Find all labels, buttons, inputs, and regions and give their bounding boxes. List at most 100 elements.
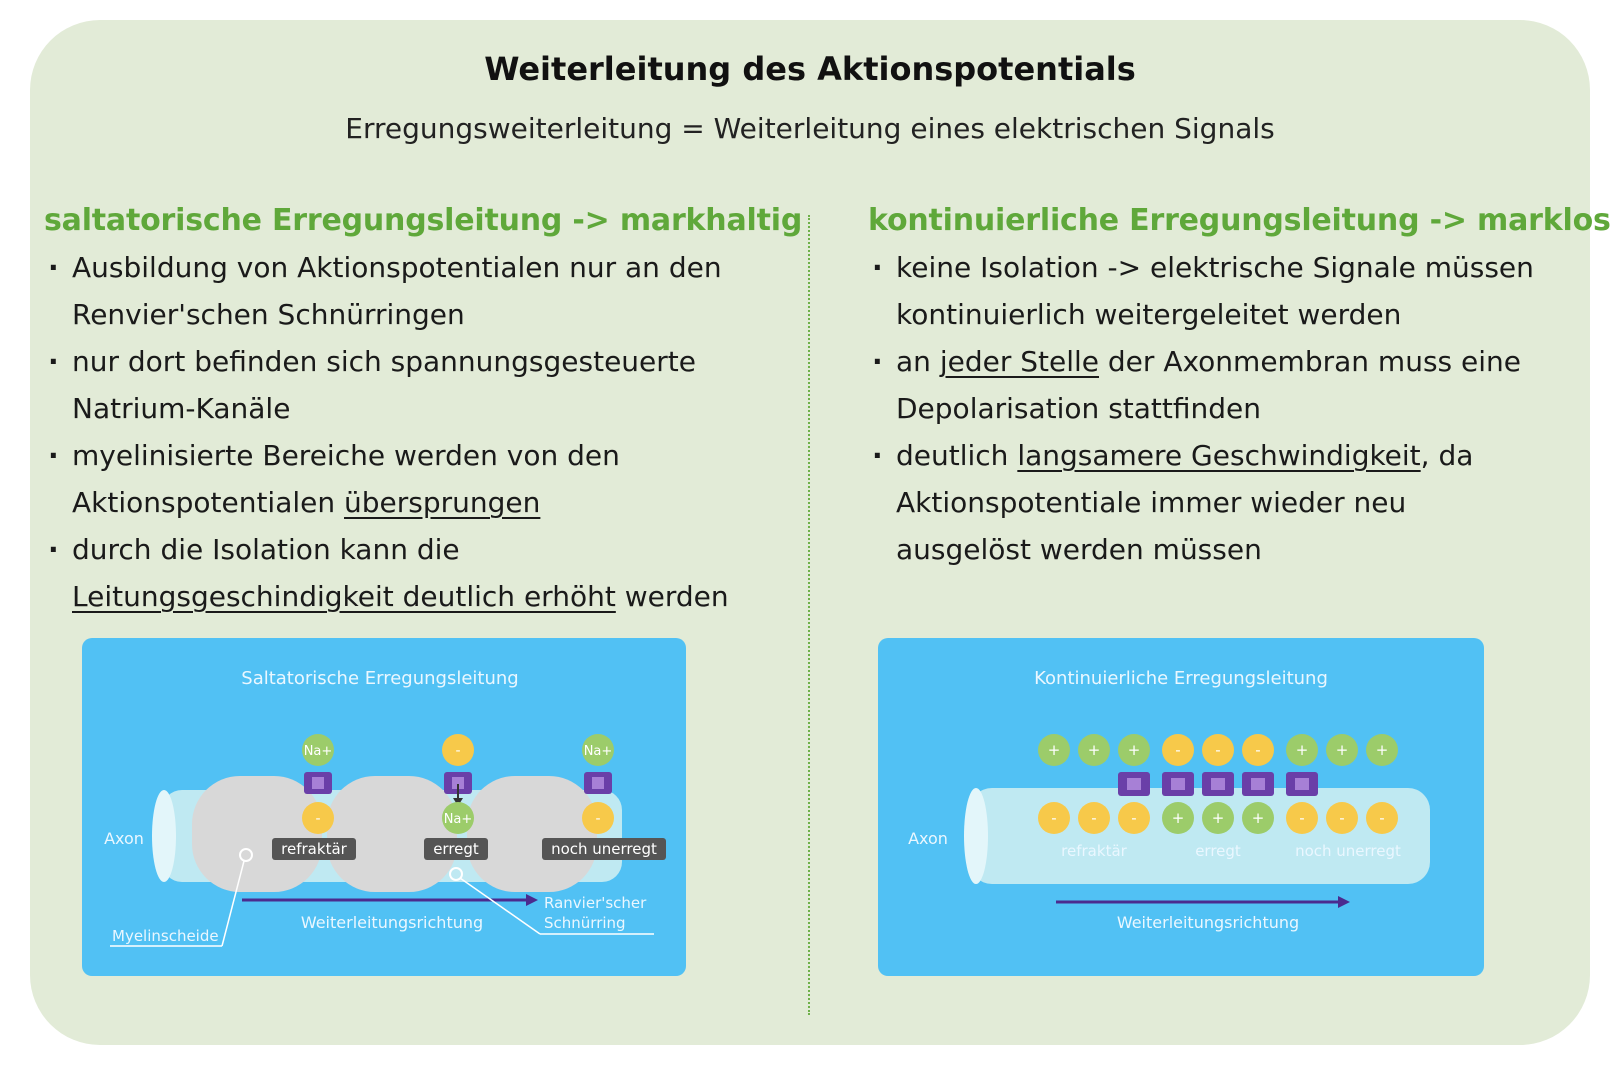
ranvier-label-line2: Schnürring [544,914,626,932]
ion-minus [442,734,474,766]
ion-minus [1118,802,1150,834]
content-card: Weiterleitung des Aktionspotentials Erre… [30,20,1611,1045]
bullet-item: Ausbildung von Aktionspotentialen nur an… [44,244,804,338]
diagram-title: Saltatorische Erregungsleitung [241,668,518,689]
bullet-text: Renvier'schen Schnürringen [72,298,465,331]
ion-plus [1162,802,1194,834]
ion-label: + [1048,741,1061,759]
underlined-term: langsamere Geschwindigkeit [1017,439,1421,472]
ion-minus [1326,802,1358,834]
continuous-heading: kontinuierliche Erregungsleitung -> mark… [868,203,1611,238]
diagram-title: Kontinuierliche Erregungsleitung [1034,668,1328,689]
ion-plus [1326,734,1358,766]
continuous-diagram-svg: Kontinuierliche Erregungsleitung Axon + … [908,668,1430,932]
ion-label: + [1088,741,1101,759]
state-refractory-label: refraktär [281,840,347,858]
saltatory-diagram-svg: Saltatorische Erregungsleitung Axon Na+ … [104,668,666,947]
ion-minus [1202,734,1234,766]
bullet-text: Ausbildung von Aktionspotentialen nur an… [72,251,722,284]
bullet-text: ausgelöst werden müssen [896,533,1262,566]
ion-plus [1202,802,1234,834]
direction-arrowhead [1338,896,1350,908]
ion-plus [1286,734,1318,766]
channel-core [1295,778,1309,790]
continuous-bullets: keine Isolation -> elektrische Signale m… [868,244,1588,573]
ion-plus [1078,734,1110,766]
bullet-text: der Axonmembran muss eine [1099,345,1521,378]
column-divider [808,215,810,1015]
ion-label: Na+ [444,812,473,827]
bullet-text: keine Isolation -> elektrische Signale m… [896,251,1534,284]
ion-plus [1118,734,1150,766]
bullet-item: an jeder Stelle der Axonmembran muss ein… [868,338,1588,432]
ion-label: - [1339,809,1344,827]
saltatory-bullets: Ausbildung von Aktionspotentialen nur an… [44,244,804,620]
ion-label: - [1255,741,1260,759]
ion-na [582,734,614,766]
underlined-term: Leitungsgeschindigkeit deutlich erhöht [72,580,616,613]
ion-label: - [1131,809,1136,827]
ion-label: - [1175,741,1180,759]
bullet-item: durch die Isolation kann die Leitungsges… [44,526,804,620]
direction-label: Weiterleitungsrichtung [1117,913,1299,932]
ion-label: - [1299,809,1304,827]
ion-label: - [1051,809,1056,827]
ion-minus [1162,734,1194,766]
ion-minus [302,802,334,834]
myelin-label: Myelinscheide [112,927,219,945]
underlined-term: übersprungen [344,486,541,519]
bullet-text: nur dort befinden sich spannungsgesteuer… [72,345,696,378]
ion-plus [1038,734,1070,766]
bullet-text: deutlich [896,439,1018,472]
channel-core [1127,778,1141,790]
page-title: Weiterleitung des Aktionspotentials [484,50,1136,88]
channel-core [1211,778,1225,790]
ion-label: - [1379,809,1384,827]
axon-end [964,788,988,884]
axon-label: Axon [104,829,144,848]
bullet-text: Aktionspotentiale immer wieder neu [896,486,1407,519]
channel-core [1171,778,1185,790]
axon-tube [970,788,1430,884]
ion-minus [1242,734,1274,766]
axon-label: Axon [908,829,948,848]
state-unexcited-label: noch unerregt [551,840,657,858]
bullet-text: , da [1420,439,1474,472]
bullet-text: Depolarisation stattfinden [896,392,1262,425]
state-badge [272,838,356,860]
bullet-item: nur dort befinden sich spannungsgesteuer… [44,338,804,432]
myelin-callout-line [221,860,245,947]
ranvier-label-line1: Ranvier'scher [544,894,647,912]
channel-core [1251,778,1265,790]
ion-plus [1366,734,1398,766]
myelin-sheath [467,776,597,892]
bullet-text: an [896,345,940,378]
ranvier-marker [449,867,463,881]
ion-label: + [1336,741,1349,759]
ion-minus [1286,802,1318,834]
ion-minus [1078,802,1110,834]
ion-label: + [1128,741,1141,759]
bullet-item: keine Isolation -> elektrische Signale m… [868,244,1588,338]
ion-label: + [1252,809,1265,827]
ion-label: + [1212,809,1225,827]
page-subtitle: Erregungsweiterleitung = Weiterleitung e… [345,112,1275,145]
ion-label: - [595,811,600,827]
myelin-sheath [192,776,322,892]
channel-core [452,777,464,789]
ion-label: + [1172,809,1185,827]
ion-plus [1242,802,1274,834]
bullet-item: deutlich langsamere Geschwindigkeit, da … [868,432,1588,573]
bullet-text: Natrium-Kanäle [72,392,291,425]
bullet-text: durch die Isolation kann die [72,533,460,566]
continuous-diagram: Kontinuierliche Erregungsleitung Axon + … [878,638,1484,976]
bullet-text: myelinisierte Bereiche werden von den [72,439,620,472]
bullet-item: myelinisierte Bereiche werden von den Ak… [44,432,804,526]
ion-label: - [1091,809,1096,827]
ion-label: Na+ [584,744,613,759]
ion-na [302,734,334,766]
state-refractory-label: refraktär [1061,842,1127,860]
direction-label: Weiterleitungsrichtung [301,913,483,932]
ion-label: - [455,743,460,759]
state-excited-label: erregt [1195,842,1241,860]
